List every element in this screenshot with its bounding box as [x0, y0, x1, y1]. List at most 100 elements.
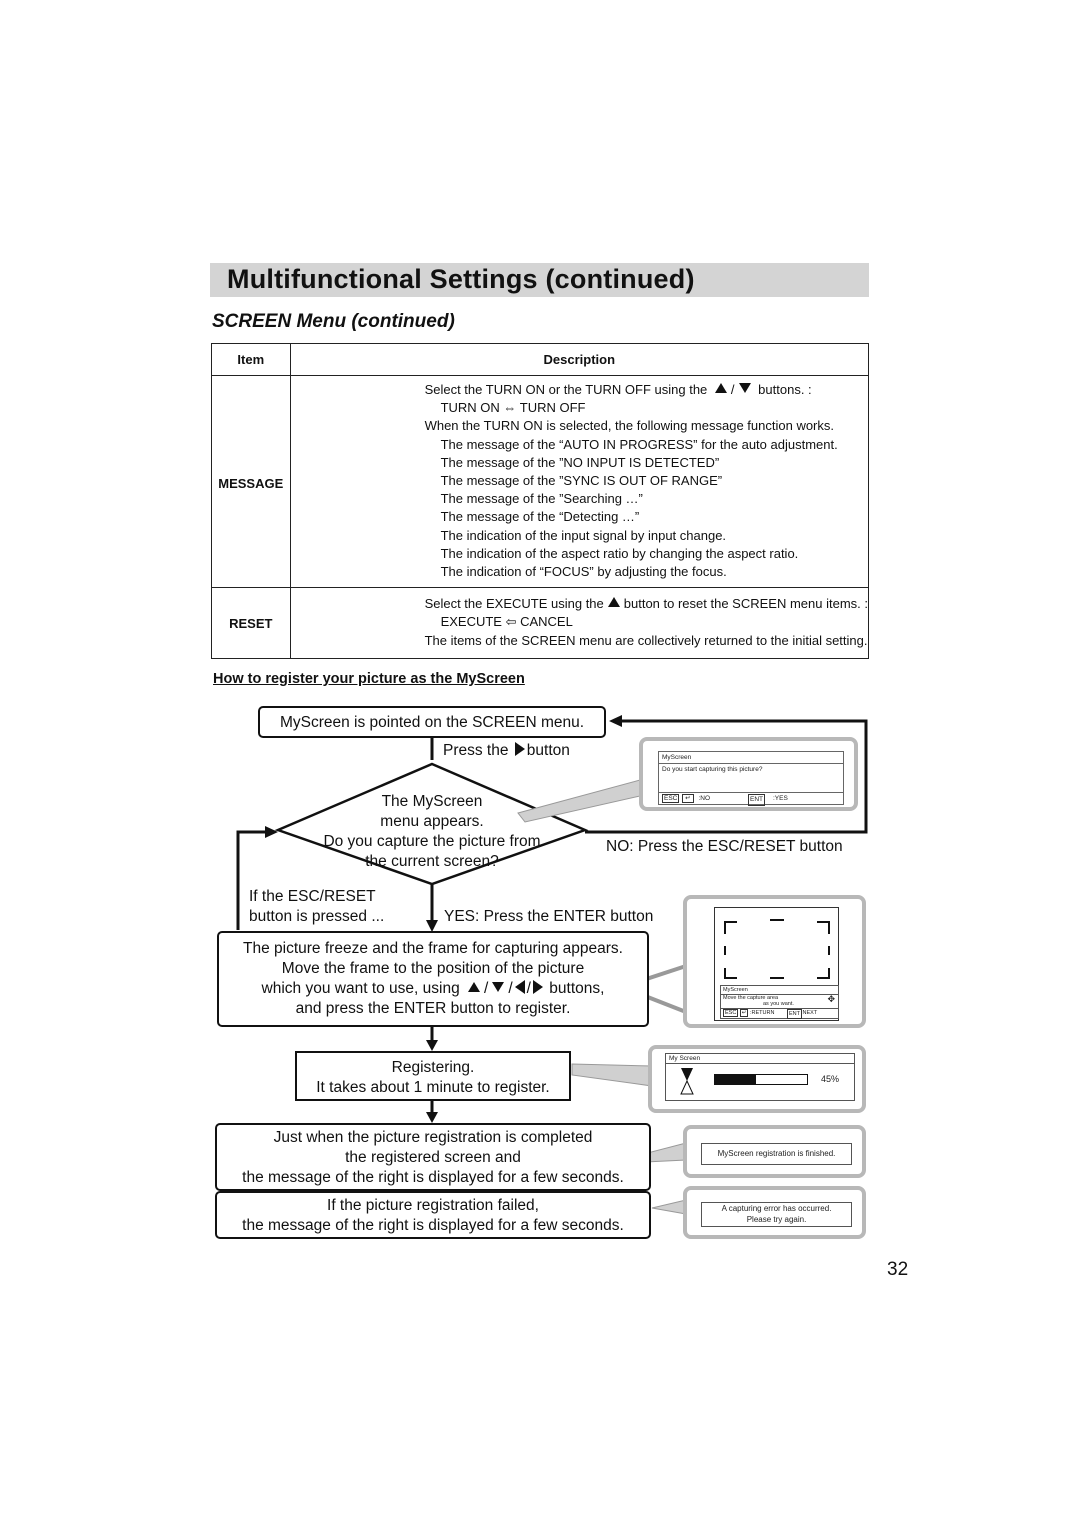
no-label: NO: Press the ESC/RESET button — [606, 838, 843, 855]
capture-msg-line: Move the capture area — [723, 995, 779, 1001]
esc-line: button is pressed ... — [249, 908, 385, 925]
progress-bar-fill — [715, 1075, 757, 1084]
error-line: Please try again. — [746, 1215, 807, 1224]
press-right-label: Press the button — [443, 741, 570, 761]
ent-key-icon: ENT — [787, 1009, 802, 1019]
progress-percent: 45% — [821, 1074, 840, 1084]
esc-label: If the ESC/RESET button is pressed ... — [249, 887, 384, 927]
capture-dialog-footer: ESC ↵ :RETURN ENT :NEXT — [721, 1008, 838, 1019]
freeze-text: buttons, — [549, 980, 605, 997]
decision-diamond — [274, 762, 589, 886]
press-text: Press the — [443, 742, 509, 759]
error-message: A capturing error has occurred. Please t… — [701, 1202, 852, 1227]
message-line-8: The message of the “Detecting …” — [440, 509, 640, 525]
flow-fail-box: If the picture registration failed, the … — [215, 1191, 651, 1239]
section-heading: How to register your picture as the MySc… — [213, 671, 525, 687]
col-item-header: Item — [211, 343, 291, 376]
slash-text: / — [526, 980, 531, 997]
page-title: Multifunctional Settings (continued) — [227, 264, 695, 294]
done-line: the registered screen and — [345, 1149, 521, 1166]
fail-line: the message of the right is displayed fo… — [242, 1217, 624, 1234]
col-description-header: Description — [289, 343, 870, 376]
ent-key-icon: ENT — [748, 794, 765, 806]
reset-text: button to reset the SCREEN menu items. : — [623, 596, 868, 612]
no-hint: :NO — [698, 795, 711, 802]
screen-capture-error: A capturing error has occurred. Please t… — [683, 1186, 866, 1239]
callout-pointer-5 — [651, 1199, 687, 1215]
flow-done-box: Just when the picture registration is co… — [215, 1123, 651, 1191]
dialog-title: MyScreen — [659, 752, 843, 764]
capture-screen: MyScreen Move the capture area as you wa… — [714, 907, 839, 1021]
left-arrow-icon — [514, 980, 525, 994]
capture-frame-icon — [724, 919, 830, 979]
arrowhead-done — [426, 1112, 438, 1123]
capture-dialog-message: Move the capture area as you want. ✥ — [721, 995, 838, 1008]
down-arrow-icon — [492, 982, 505, 992]
return-hint: :RETURN — [749, 1010, 775, 1016]
flow-start-box: MyScreen is pointed on the SCREEN menu. — [258, 706, 606, 738]
slash-text: / — [730, 382, 735, 397]
message-line-11: The indication of “FOCUS” by adjusting t… — [440, 564, 727, 580]
progress-dialog: My Screen 45% — [665, 1053, 855, 1101]
up-arrow-icon — [468, 982, 481, 992]
done-line: Just when the picture registration is co… — [273, 1129, 593, 1146]
settings-table: Item Description MESSAGE Select the TURN… — [211, 343, 870, 659]
arrowhead-esc-loop — [265, 826, 278, 838]
arrowhead-register — [426, 1040, 438, 1051]
section-title-bar: Multifunctional Settings (continued) — [210, 263, 869, 297]
progress-title: My Screen — [666, 1054, 854, 1064]
registering-line: Registering. — [391, 1059, 475, 1076]
progress-bar — [714, 1074, 808, 1085]
diamond-line: The MyScreen — [381, 793, 483, 810]
return-key-icon: ↵ — [682, 794, 694, 803]
down-arrow-icon — [738, 383, 751, 393]
reset-text: Select the EXECUTE using the — [424, 596, 604, 612]
description-message: Select the TURN ON or the TURN OFF using… — [289, 374, 870, 589]
return-key-icon: ↵ — [739, 1009, 749, 1017]
arrowhead-yes — [426, 920, 438, 932]
error-line: A capturing error has occurred. — [721, 1204, 832, 1213]
slash-text: / — [484, 980, 489, 997]
table-row-message: MESSAGE Select the TURN ON or the TURN O… — [211, 374, 870, 589]
message-line-6: The message of the ”SYNC IS OUT OF RANGE… — [440, 473, 723, 489]
reset-line-1: Select the EXECUTE using the button to re… — [425, 595, 868, 613]
hourglass-icon — [680, 1068, 694, 1095]
item-reset: RESET — [211, 587, 291, 659]
freeze-text: which you want to use, using — [261, 980, 460, 997]
freeze-line: and press the ENTER button to register. — [295, 1000, 571, 1017]
finished-message: MyScreen registration is finished. — [701, 1143, 852, 1165]
message-line-9: The indication of the input signal by in… — [440, 527, 727, 543]
message-line-5: The message of the ”NO INPUT IS DETECTED… — [440, 454, 720, 470]
message-line-4: The message of the “AUTO IN PROGRESS” fo… — [440, 436, 838, 452]
table-header-row: Item Description — [211, 343, 870, 376]
up-arrow-icon — [714, 383, 727, 393]
freeze-line-3: which you want to use, using / / / buttons… — [219, 979, 647, 999]
freeze-line: The picture freeze and the frame for cap… — [243, 940, 623, 957]
reset-line-3: The items of the SCREEN menu are collect… — [424, 632, 868, 648]
capture-dialog-title: MyScreen — [721, 986, 838, 995]
screen-registration-finished: MyScreen registration is finished. — [683, 1125, 866, 1178]
esc-line: If the ESC/RESET — [249, 888, 376, 905]
dialog-message: Do you start capturing this picture? — [662, 766, 763, 773]
connector-esc-loop — [236, 830, 266, 930]
screen-registering-progress: My Screen 45% — [648, 1045, 866, 1113]
yes-label: YES: Press the ENTER button — [444, 908, 654, 925]
callout-pointer-3 — [571, 1063, 653, 1087]
move-arrows-icon: ✥ — [827, 994, 835, 1004]
message-text: buttons. : — [758, 382, 812, 397]
screen-myscreen-dialog: MyScreen Do you start capturing this pic… — [639, 737, 858, 811]
dialog-footer: ESC ↵ :NO ENT :YES — [659, 792, 843, 806]
next-hint: :NEXT — [801, 1010, 818, 1016]
arrowhead-no-loop — [609, 715, 622, 727]
diamond-line: the current screen? — [365, 853, 499, 870]
page-subtitle: SCREEN Menu (continued) — [212, 311, 455, 332]
diamond-text: The MyScreen menu appears. Do you captur… — [300, 792, 564, 872]
flow-registering-box: Registering. It takes about 1 minute to … — [295, 1051, 571, 1101]
flow-start-text: MyScreen is pointed on the SCREEN menu. — [279, 714, 585, 731]
slash-text: / — [508, 980, 513, 997]
diamond-line: Do you capture the picture from — [323, 833, 541, 850]
table-row-reset: RESET Select the EXECUTE using the button… — [211, 587, 870, 659]
description-reset: Select the EXECUTE using the button to re… — [289, 587, 870, 659]
connector-no-loop — [585, 719, 868, 834]
